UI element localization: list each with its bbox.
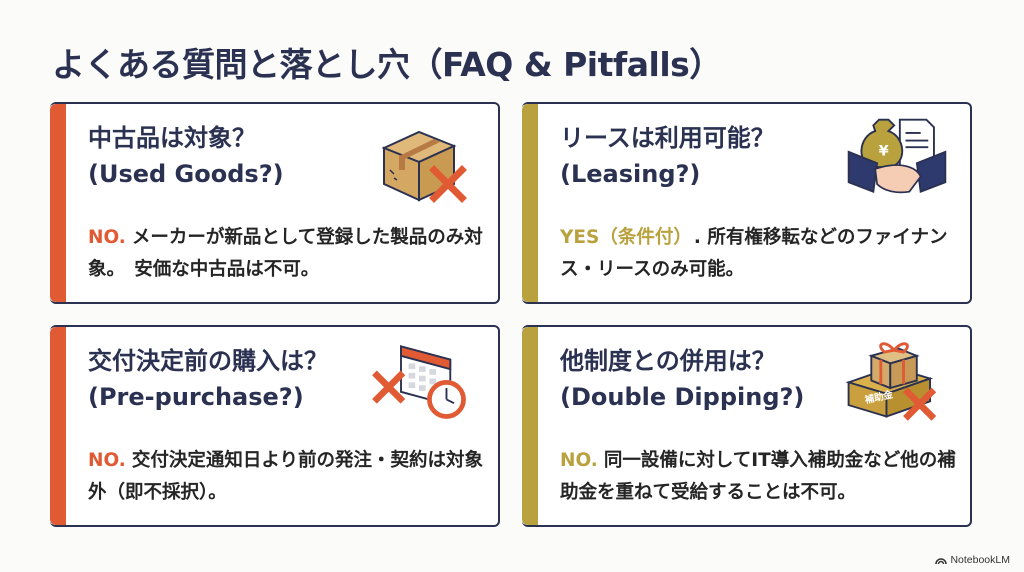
notebooklm-logo-icon bbox=[935, 557, 948, 564]
card-accent-bar bbox=[50, 104, 66, 302]
verdict-label: NO. bbox=[88, 227, 126, 248]
card-answer: NO.メーカーが新品として登録した製品のみ対象。 安価な中古品は不可。 bbox=[88, 222, 498, 286]
card-title-jp: 交付決定前の購入は？ bbox=[88, 347, 328, 375]
card-title: 他制度との併用は？ (Double Dipping?) bbox=[560, 343, 804, 415]
faq-card-used-goods: 中古品は対象？ (Used Goods?) NO.メーカーが新品として登録した製… bbox=[50, 102, 500, 304]
card-title: リースは利用可能？ (Leasing?) bbox=[560, 120, 775, 192]
verdict-label: NO. bbox=[88, 450, 126, 471]
card-answer: YES（条件付）. 所有権移転などのファイナンス・リースのみ可能。 bbox=[560, 222, 970, 286]
faq-card-leasing: リースは利用可能？ (Leasing?) ¥ YES（条件付）. 所有権移転など… bbox=[522, 102, 972, 304]
page-title: よくある質問と落とし穴（FAQ & Pitfalls） bbox=[52, 45, 722, 84]
calendar-clock-x-icon bbox=[372, 345, 466, 419]
card-title-jp: 中古品は対象？ bbox=[88, 124, 256, 152]
card-title-en: (Pre-purchase?) bbox=[88, 383, 304, 411]
card-title-jp: リースは利用可能？ bbox=[560, 124, 775, 152]
verdict-label: NO. bbox=[560, 450, 598, 471]
card-accent-bar bbox=[522, 327, 538, 525]
damaged-box-x-icon bbox=[381, 130, 467, 203]
gift-subsidy-box-x-icon: 補助金 bbox=[845, 342, 937, 421]
verdict-label: YES（条件付） bbox=[560, 227, 692, 248]
card-title-en: (Double Dipping?) bbox=[560, 383, 805, 411]
card-accent-bar bbox=[522, 104, 538, 302]
answer-text: 交付決定通知日より前の発注・契約は対象外（即不採択）。 bbox=[88, 450, 483, 503]
brand-name: NotebookLM bbox=[950, 554, 1010, 566]
answer-text: メーカーが新品として登録した製品のみ対象。 安価な中古品は不可。 bbox=[88, 227, 483, 280]
faq-card-pre-purchase: 交付決定前の購入は？ (Pre-purchase?) NO.交付決定通知日より前… bbox=[50, 325, 500, 527]
svg-text:¥: ¥ bbox=[879, 144, 889, 160]
answer-text: . 所有権移転などのファイナンス・リースのみ可能。 bbox=[560, 227, 948, 280]
card-title: 中古品は対象？ (Used Goods?) bbox=[88, 120, 284, 192]
faq-card-double-dipping: 他制度との併用は？ (Double Dipping?) 補助金 NO.同一設備に… bbox=[522, 325, 972, 527]
card-accent-bar bbox=[50, 327, 66, 525]
brand-watermark: NotebookLM bbox=[935, 554, 1010, 566]
card-title-jp: 他制度との併用は？ bbox=[560, 347, 776, 375]
card-answer: NO.交付決定通知日より前の発注・契約は対象外（即不採択）。 bbox=[88, 445, 498, 509]
card-title-en: (Used Goods?) bbox=[88, 160, 284, 188]
card-title-en: (Leasing?) bbox=[560, 160, 701, 188]
card-title: 交付決定前の購入は？ (Pre-purchase?) bbox=[88, 343, 328, 415]
handshake-money-contract-icon: ¥ bbox=[847, 118, 947, 194]
answer-text: 同一設備に対してIT導入補助金など他の補助金を重ねて受給することは不可。 bbox=[560, 450, 956, 503]
card-answer: NO.同一設備に対してIT導入補助金など他の補助金を重ねて受給することは不可。 bbox=[560, 445, 970, 509]
